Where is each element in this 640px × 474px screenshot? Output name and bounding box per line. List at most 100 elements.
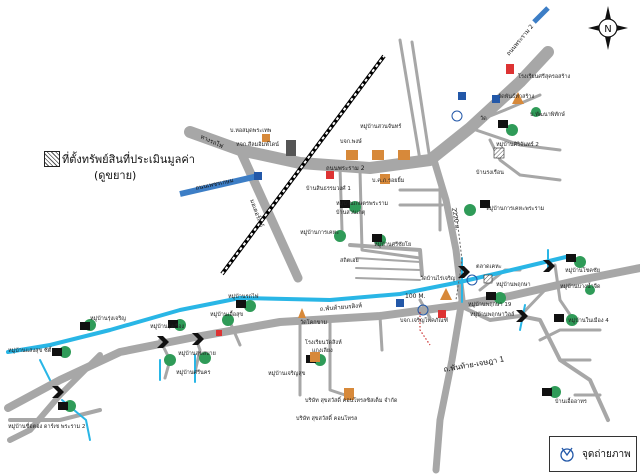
place-samnak: สถิตเฮย: [340, 257, 359, 264]
tree-icon: [585, 285, 595, 295]
place-moo-e: หมู่บ้านแสงสุข ซีตี้: [8, 346, 52, 354]
house-icon: [554, 314, 564, 322]
place-mu-ban-a: หมู่บ้านศิริจันทร์ 2: [496, 141, 539, 148]
place-kaeng: แกงเลียง: [312, 347, 333, 354]
place-watkok: วัดโคกขาม: [300, 318, 327, 326]
photo-point-icon[interactable]: [417, 304, 429, 316]
house-icon: [80, 322, 90, 330]
tree-icon: [531, 107, 541, 117]
place-moo-i: หมู่บ้านพฤกษา 19: [468, 301, 512, 308]
photo-points: [417, 110, 478, 316]
shop-icon: [346, 150, 358, 160]
school-icon: [506, 64, 514, 74]
property-legend-label: ที่ตั้งทรัพย์สินที่ประเมินมูลค่า: [62, 153, 195, 166]
road-100-label: 100 M.: [405, 293, 426, 300]
road-network: [4, 38, 640, 474]
road-22-label: 2220 ม.: [450, 207, 461, 231]
tree-icon: [566, 314, 578, 326]
school-icon: [438, 310, 446, 318]
place-moo-bottom: บริษัท สุขสวัสดิ์ คอนโทรลซิสเต็ม จำกัด: [305, 396, 398, 404]
junction-marker-3: [458, 266, 470, 278]
place-moo-h: หมู่บ้านชื่อตอง ดาร์เซ พระราม 2: [8, 422, 85, 430]
highway-ne: [532, 6, 550, 24]
house-icon: [52, 348, 62, 356]
place-house2: หมู่บ้านสวนจันทร์: [360, 123, 401, 130]
rama2-label: ถนนพระราม 2: [326, 165, 365, 172]
temple-icons: [262, 92, 524, 400]
place-moo-k: หมู่บ้านพฤกษาวิลล์: [470, 311, 514, 318]
property-legend-sub: (ดูขยาย): [94, 169, 137, 182]
route-dots: [419, 312, 431, 346]
place-moo-f: หมู่บ้านเจริญสุข: [268, 370, 306, 377]
property-hatch-swatch: [44, 151, 60, 167]
tree-icon: [199, 352, 211, 364]
compass-icon: N: [588, 6, 628, 50]
place-moo-m: หมู่บ้านในเมือง 4: [568, 317, 609, 324]
place-moo-o: หมู่บ้านบางน้ำจืด: [560, 282, 601, 290]
camera-point-icon: [560, 447, 574, 462]
tree-icon: [334, 230, 346, 242]
shop-icon: [262, 134, 270, 142]
house-icon: [498, 120, 508, 128]
walkway-dash: [455, 209, 463, 301]
property-marker: [493, 147, 505, 159]
place-school: โรงเรียนศรีสุครอสร้าง: [518, 72, 571, 80]
compass-north-label: N: [604, 24, 611, 35]
house-icon: [168, 320, 178, 328]
shop-icon: [344, 388, 354, 400]
junction-marker-4: [543, 260, 555, 272]
junction-marker-5: [516, 310, 528, 322]
property-legend: ที่ตั้งทรัพย์สินที่ประเมินมูลค่า (ดูขยาย…: [44, 148, 204, 184]
school-icon: [216, 330, 222, 336]
tree-icon: [506, 124, 518, 136]
place-school2: โรงเรียนวัดสิงห์: [305, 338, 342, 346]
house-icon: [480, 200, 490, 208]
shop-icon: [380, 174, 390, 184]
place-company2: บจก.เจริญโพคภัณฑ์: [400, 316, 449, 324]
house-icon: [542, 388, 552, 396]
shop-icon: [372, 150, 384, 160]
phanthai-label: ถ.พันท้ายนรสิงห์: [319, 301, 362, 313]
tree-icon: [494, 292, 506, 304]
place-bb-center: บ.ค.ภ.รอยยิ้ม: [372, 176, 405, 184]
place-house1: บ้านรงเรือน: [476, 169, 504, 176]
house-icon: [340, 200, 350, 208]
photo-point-icon[interactable]: [466, 274, 478, 286]
place-market: ตลาดเคหะ: [476, 264, 502, 270]
junctions: [52, 260, 555, 398]
junction-marker-6: [52, 386, 64, 398]
temple-icon: [512, 92, 524, 104]
place-moo-c: หมู่บ้านสุขสบาย: [178, 350, 216, 357]
tree-icon: [222, 314, 234, 326]
railway: [220, 54, 386, 276]
shop-icon: [398, 150, 410, 160]
house-icon: [236, 300, 246, 308]
place-kasetw: หมู่บ้านการเคหะ: [300, 229, 339, 236]
place-wat: วัด: [480, 115, 487, 122]
place-store: หจก.สีลมอิมพ์ไดน์: [236, 141, 279, 148]
place-moo-n: บ้านเอื้ออาทร: [555, 397, 587, 405]
house-icon: [566, 254, 576, 262]
place-factory1: บจก.พงษ์: [340, 138, 362, 145]
tree-icon: [164, 354, 176, 366]
school-icons: [216, 64, 514, 336]
place-temple-top: วัดพันธ์ท่าสร้าง: [498, 93, 535, 100]
place-kasem-home: หมู่บ้านการเคหะพระราม: [486, 205, 545, 212]
place-moo-kas: หมู่บ้านเกษตรพระราม: [336, 200, 389, 207]
signs: [254, 92, 500, 307]
place-moo-d: หมู่บ้านศรีนคร: [176, 369, 210, 376]
place-moo-j: หมู่บ้านพฤกษา: [496, 281, 531, 288]
house-icon: [372, 234, 382, 242]
place-phetwarit: บ.พัฒนาพิทักษ์: [530, 111, 565, 118]
photo-point-icon[interactable]: [451, 110, 463, 122]
tree-icon: [574, 256, 586, 268]
place-moo-kas2: บ้านสวนเกตุ: [336, 209, 366, 216]
photo-point-legend: จุดถ่ายภาพ: [549, 436, 637, 472]
photo-point-label: จุดถ่ายภาพ: [582, 449, 631, 460]
tree-icon: [349, 201, 361, 213]
temple-icon: [298, 308, 306, 318]
place-hospital: บ.หอสมุดพระเทพ: [230, 127, 272, 134]
place-mu-rail: หมู่บ้านรถไฟ: [228, 293, 259, 300]
rama2-side-label: ถนนพระราม 2: [505, 23, 535, 57]
